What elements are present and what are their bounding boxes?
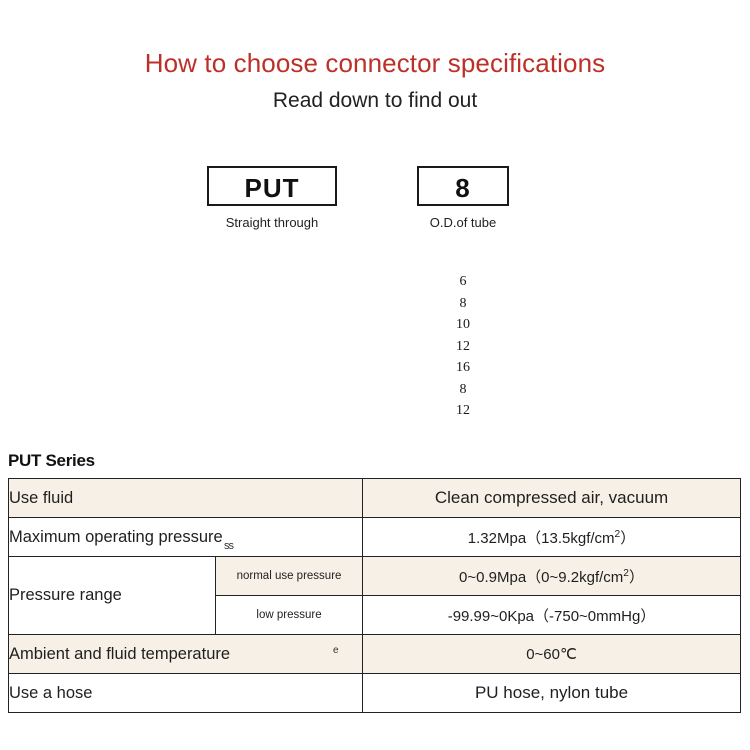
- list-item: 10: [456, 317, 470, 332]
- table-row: Ambient and fluid temperature 0~60℃: [7, 634, 742, 674]
- spec-value-superscript: 2: [623, 567, 629, 579]
- spec-value-text: -99.99~0Kpa（-750~0mmHg）: [447, 607, 656, 625]
- table-row: Maximum operating pressure 1.32Mpa（13.5k…: [7, 517, 742, 557]
- spec-label: Use fluid: [7, 478, 364, 518]
- code-box-tube-od: 8: [417, 166, 509, 206]
- code-caption-tube-od: O.D.of tube: [429, 215, 497, 230]
- spec-sublabel: low pressure: [214, 595, 364, 635]
- spec-sublabel: normal use pressure: [214, 556, 364, 596]
- code-caption-series: Straight through: [225, 215, 319, 230]
- spec-label: Ambient and fluid temperature: [7, 634, 364, 674]
- list-item: 8: [459, 381, 467, 397]
- spec-value-superscript: 2: [614, 528, 621, 540]
- page-header: How to choose connector specifications R…: [0, 44, 750, 117]
- spec-value: 0~0.9Mpa（0~9.2kgf/cm2）: [362, 556, 742, 596]
- spec-value: PU hose, nylon tube: [362, 673, 742, 713]
- table-row: Pressure range normal use pressure 0~0.9…: [8, 556, 742, 635]
- list-item: 12: [456, 403, 470, 418]
- page-subtitle: Read down to find out: [272, 89, 478, 112]
- table-row: Use a hose PU hose, nylon tube: [7, 673, 742, 713]
- spec-value: Clean compressed air, vacuum: [362, 478, 742, 518]
- list-item: 6: [459, 274, 467, 289]
- specification-table: Use fluid Clean compressed air, vacuum M…: [7, 478, 742, 713]
- spec-value-text: 1.32Mpa（13.5kgf/cm: [467, 529, 615, 547]
- code-group-series: PUT Straight through: [207, 166, 337, 231]
- page-title: How to choose connector specifications: [144, 48, 606, 78]
- table-row: Use fluid Clean compressed air, vacuum: [7, 478, 742, 518]
- spec-value-text: PU hose, nylon tube: [474, 683, 629, 702]
- list-item: 12: [456, 338, 470, 354]
- spec-value: 0~60℃: [362, 634, 742, 674]
- spec-label-pressure-range: Pressure range: [8, 556, 216, 635]
- code-box-row: PUT Straight through 8 O.D.of tube: [0, 166, 750, 246]
- spec-value: 1.32Mpa（13.5kgf/cm2）: [362, 517, 742, 557]
- list-item: 16: [456, 360, 470, 375]
- list-item: 8: [459, 295, 467, 311]
- code-box-series: PUT: [207, 166, 337, 206]
- tube-od-option-list: 6 8 10 12 16 8 12: [417, 271, 509, 422]
- spec-value-text: Clean compressed air, vacuum: [434, 488, 669, 507]
- spec-value-text: 0~0.9Mpa（0~9.2kgf/cm: [459, 568, 624, 586]
- code-group-tube-od: 8 O.D.of tube: [417, 166, 509, 231]
- series-heading: PUT Series: [8, 451, 95, 470]
- spec-value-tail: ）: [628, 568, 644, 586]
- spec-value-text: 0~60℃: [526, 646, 577, 663]
- spec-value: -99.99~0Kpa（-750~0mmHg）: [362, 595, 742, 635]
- spec-value-tail: ）: [620, 529, 636, 547]
- spec-label: Maximum operating pressure: [7, 517, 364, 557]
- spec-label: Use a hose: [7, 673, 364, 713]
